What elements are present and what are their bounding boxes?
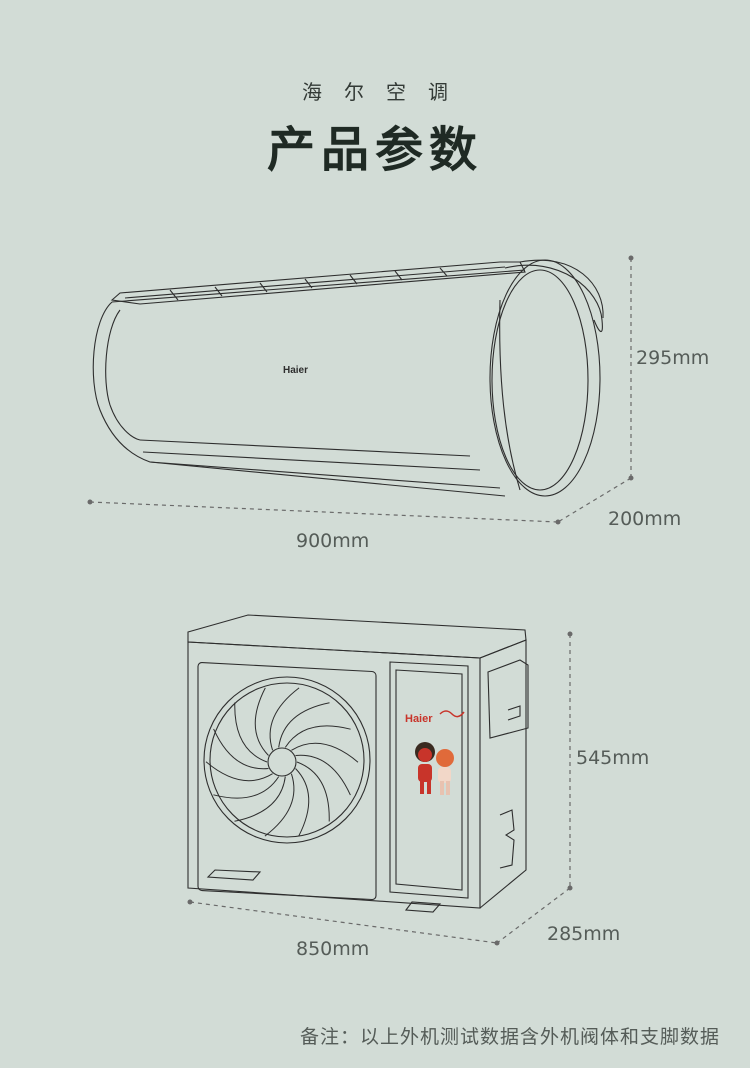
fan-blade — [205, 761, 273, 782]
fan-blade — [284, 725, 351, 748]
fan-blade — [296, 761, 330, 822]
fan-blade — [269, 687, 300, 751]
fan-blade — [295, 768, 310, 837]
fan-blade — [295, 754, 351, 796]
fan-blade — [213, 776, 280, 799]
footnote: 备注：以上外机测试数据含外机阀体和支脚数据 — [299, 1026, 720, 1048]
outdoor-width-label: 850mm — [296, 938, 370, 960]
indoor-width-label: 900mm — [296, 530, 370, 552]
fan-blade — [254, 687, 269, 756]
outdoor-dimension-lines — [187, 631, 573, 946]
indoor-brand-logo: Haier — [283, 365, 308, 376]
fan-blade — [291, 742, 359, 763]
indoor-height-label: 295mm — [636, 347, 710, 369]
outdoor-unit-drawing — [187, 614, 529, 913]
outdoor-height-label: 545mm — [576, 747, 650, 769]
indoor-depth-label: 200mm — [608, 508, 682, 530]
fan-blade — [234, 776, 286, 822]
fan-blade — [278, 702, 330, 748]
fan-blades — [205, 687, 359, 837]
page-subtitle: 海尔空调 — [302, 80, 470, 104]
indoor-unit-drawing — [92, 259, 604, 497]
fan-blade — [234, 702, 268, 763]
fan-blade — [213, 728, 269, 770]
brand-script-mark — [439, 710, 465, 718]
fan-blade — [264, 773, 295, 837]
haier-brothers-mascot — [415, 742, 454, 795]
outdoor-brand-logo: Haier — [405, 713, 433, 725]
indoor-dimension-lines — [87, 255, 634, 525]
page-title: 产品参数 — [266, 122, 483, 178]
outdoor-depth-label: 285mm — [547, 923, 621, 945]
